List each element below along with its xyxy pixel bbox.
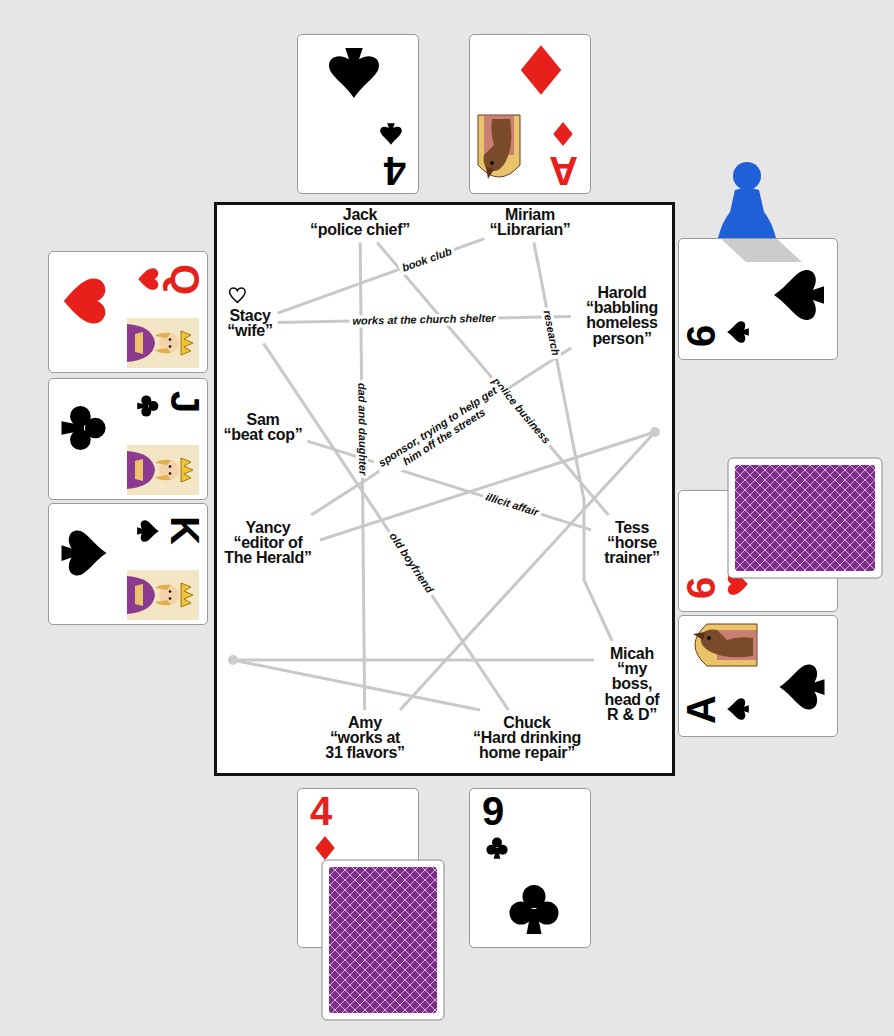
person-node: Chuck“Hard drinking home repair” — [463, 713, 591, 763]
person-node: Yancy“editor of The Herald” — [219, 518, 318, 568]
person-node: Miriam“Librarian” — [487, 205, 572, 239]
face-picture — [127, 445, 199, 495]
relation-label: old boyfriend — [385, 529, 437, 598]
face-picture — [127, 570, 199, 620]
suit-symbol — [504, 879, 564, 939]
person-node: Stacy“wife” — [225, 306, 274, 340]
person-name: Yancy — [221, 520, 316, 535]
suit-symbol — [514, 43, 568, 97]
suit-symbol — [725, 696, 751, 722]
suit-symbol — [484, 835, 510, 861]
person-role: “babbling homeless person” — [576, 300, 668, 346]
heart-marker — [230, 288, 246, 302]
person-node: Jack“police chief” — [308, 205, 412, 239]
card-back — [322, 860, 444, 1020]
relation-line — [233, 659, 594, 662]
person-role: “my boss, head of R & D” — [599, 661, 665, 722]
relation-line — [400, 432, 655, 710]
anchor-dot — [650, 427, 660, 437]
person-name: Harold — [576, 285, 668, 300]
relation-line — [233, 660, 480, 710]
person-role: “works at 31 flavors” — [323, 730, 407, 760]
card-back — [728, 458, 882, 578]
person-role: “horse trainer” — [596, 535, 668, 565]
card-rank: J — [165, 391, 205, 413]
person-name: Micah — [599, 646, 665, 661]
playing-card: A — [469, 34, 591, 194]
person-name: Stacy — [227, 308, 272, 323]
playing-card: A — [678, 615, 838, 737]
suit-symbol — [135, 518, 161, 544]
relation-label: illicit affair — [481, 490, 542, 519]
person-name: Amy — [323, 715, 407, 730]
suit-symbol — [135, 266, 161, 292]
person-role: “Hard drinking home repair” — [465, 730, 589, 760]
card-rank: A — [549, 151, 578, 191]
suit-symbol — [57, 274, 111, 328]
relation-label: dad and daughter — [356, 380, 369, 478]
suit-symbol — [725, 319, 751, 345]
suit-symbol — [312, 835, 338, 861]
person-name: Jack — [310, 207, 410, 222]
playing-card: Q — [48, 251, 208, 373]
person-node: Tess“horse trainer” — [594, 518, 670, 568]
relation-label: works at the church shelter — [350, 312, 499, 327]
person-role: “editor of The Herald” — [221, 535, 316, 565]
person-node: Harold“babbling homeless person” — [574, 283, 670, 348]
relation-label: sponsor, trying to help get him off the … — [373, 382, 508, 480]
relation-line — [307, 441, 591, 530]
suit-symbol — [775, 660, 829, 714]
person-role: “police chief” — [310, 222, 410, 237]
person-name: Sam — [224, 412, 303, 427]
face-picture — [127, 318, 199, 368]
card-rank: A — [681, 695, 721, 724]
horse-picture — [474, 113, 524, 185]
suit-symbol — [57, 526, 111, 580]
card-rank: 6 — [681, 325, 721, 347]
suit-symbol — [378, 121, 404, 147]
person-node: Sam“beat cop” — [222, 410, 305, 444]
suit-symbol — [135, 393, 161, 419]
person-role: “Librarian” — [489, 222, 570, 237]
suit-symbol — [769, 265, 829, 325]
card-rank: Q — [165, 264, 205, 295]
person-role: “beat cop” — [224, 427, 303, 442]
relation-label: book club — [397, 244, 455, 274]
playing-card: K — [48, 503, 208, 625]
relation-line — [311, 348, 571, 515]
suit-symbol — [550, 121, 576, 147]
relation-line — [264, 343, 509, 710]
card-rank: 6 — [681, 577, 721, 599]
relation-label: research — [541, 306, 562, 359]
relation-line — [278, 239, 485, 314]
person-name: Miriam — [489, 207, 570, 222]
anchor-dot — [228, 655, 238, 665]
suit-symbol — [324, 43, 384, 103]
playing-card: J — [48, 378, 208, 500]
suit-symbol — [57, 401, 111, 455]
card-rank: K — [165, 516, 205, 545]
card-rank: 4 — [384, 151, 406, 191]
person-node: Amy“works at 31 flavors” — [321, 713, 409, 763]
card-rank: 4 — [310, 791, 332, 831]
person-name: Chuck — [465, 715, 589, 730]
playing-card: 4 — [297, 34, 419, 194]
person-role: “wife” — [227, 323, 272, 338]
person-name: Tess — [596, 520, 668, 535]
pawn-token — [718, 162, 802, 262]
card-rank: 9 — [482, 791, 504, 831]
person-node: Micah“my boss, head of R & D” — [597, 644, 667, 724]
horse-picture — [687, 620, 759, 670]
playing-card: 9 — [469, 788, 591, 948]
